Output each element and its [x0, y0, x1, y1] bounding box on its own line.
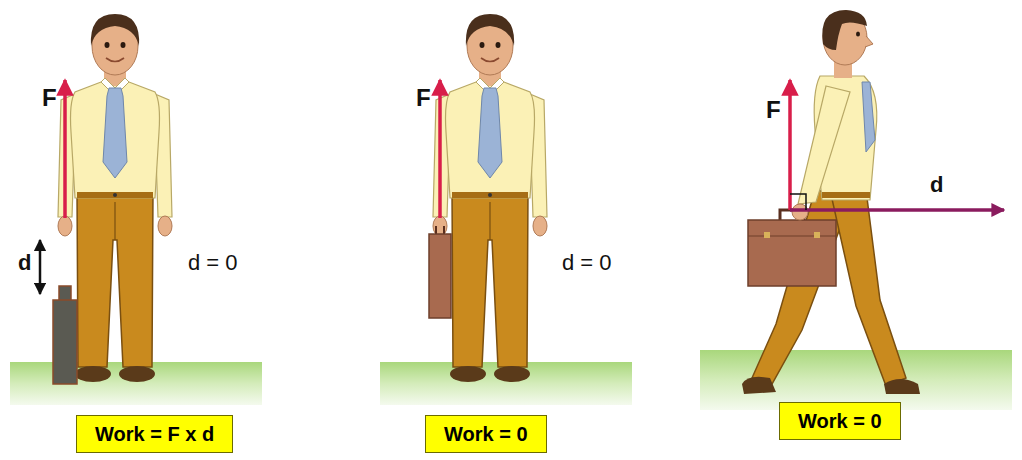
right-angle-mark — [790, 194, 806, 210]
force-arrow — [63, 80, 67, 218]
result-box: Work = 0 — [425, 415, 547, 453]
force-label: F — [42, 84, 57, 112]
result-text: Work = F x d — [95, 422, 214, 446]
result-box: Work = F x d — [76, 415, 233, 453]
bottle — [53, 286, 77, 384]
force-arrow — [788, 80, 792, 210]
force-arrow — [438, 80, 442, 218]
distance-arrow — [790, 208, 1004, 212]
standing-man — [433, 14, 547, 382]
distance-value: d = 0 — [188, 250, 238, 275]
distance-value: d = 0 — [562, 250, 612, 275]
force-label: F — [416, 84, 431, 112]
result-text: Work = 0 — [798, 409, 882, 433]
distance-label: d — [930, 172, 943, 197]
distance-label: d — [18, 250, 31, 275]
result-text: Work = 0 — [444, 422, 528, 446]
briefcase — [748, 210, 836, 286]
walking-man — [742, 10, 920, 394]
result-box: Work = 0 — [779, 402, 901, 440]
briefcase — [429, 226, 451, 318]
force-label: F — [766, 96, 781, 124]
ground — [700, 350, 1012, 410]
distance-arrow — [39, 240, 42, 294]
